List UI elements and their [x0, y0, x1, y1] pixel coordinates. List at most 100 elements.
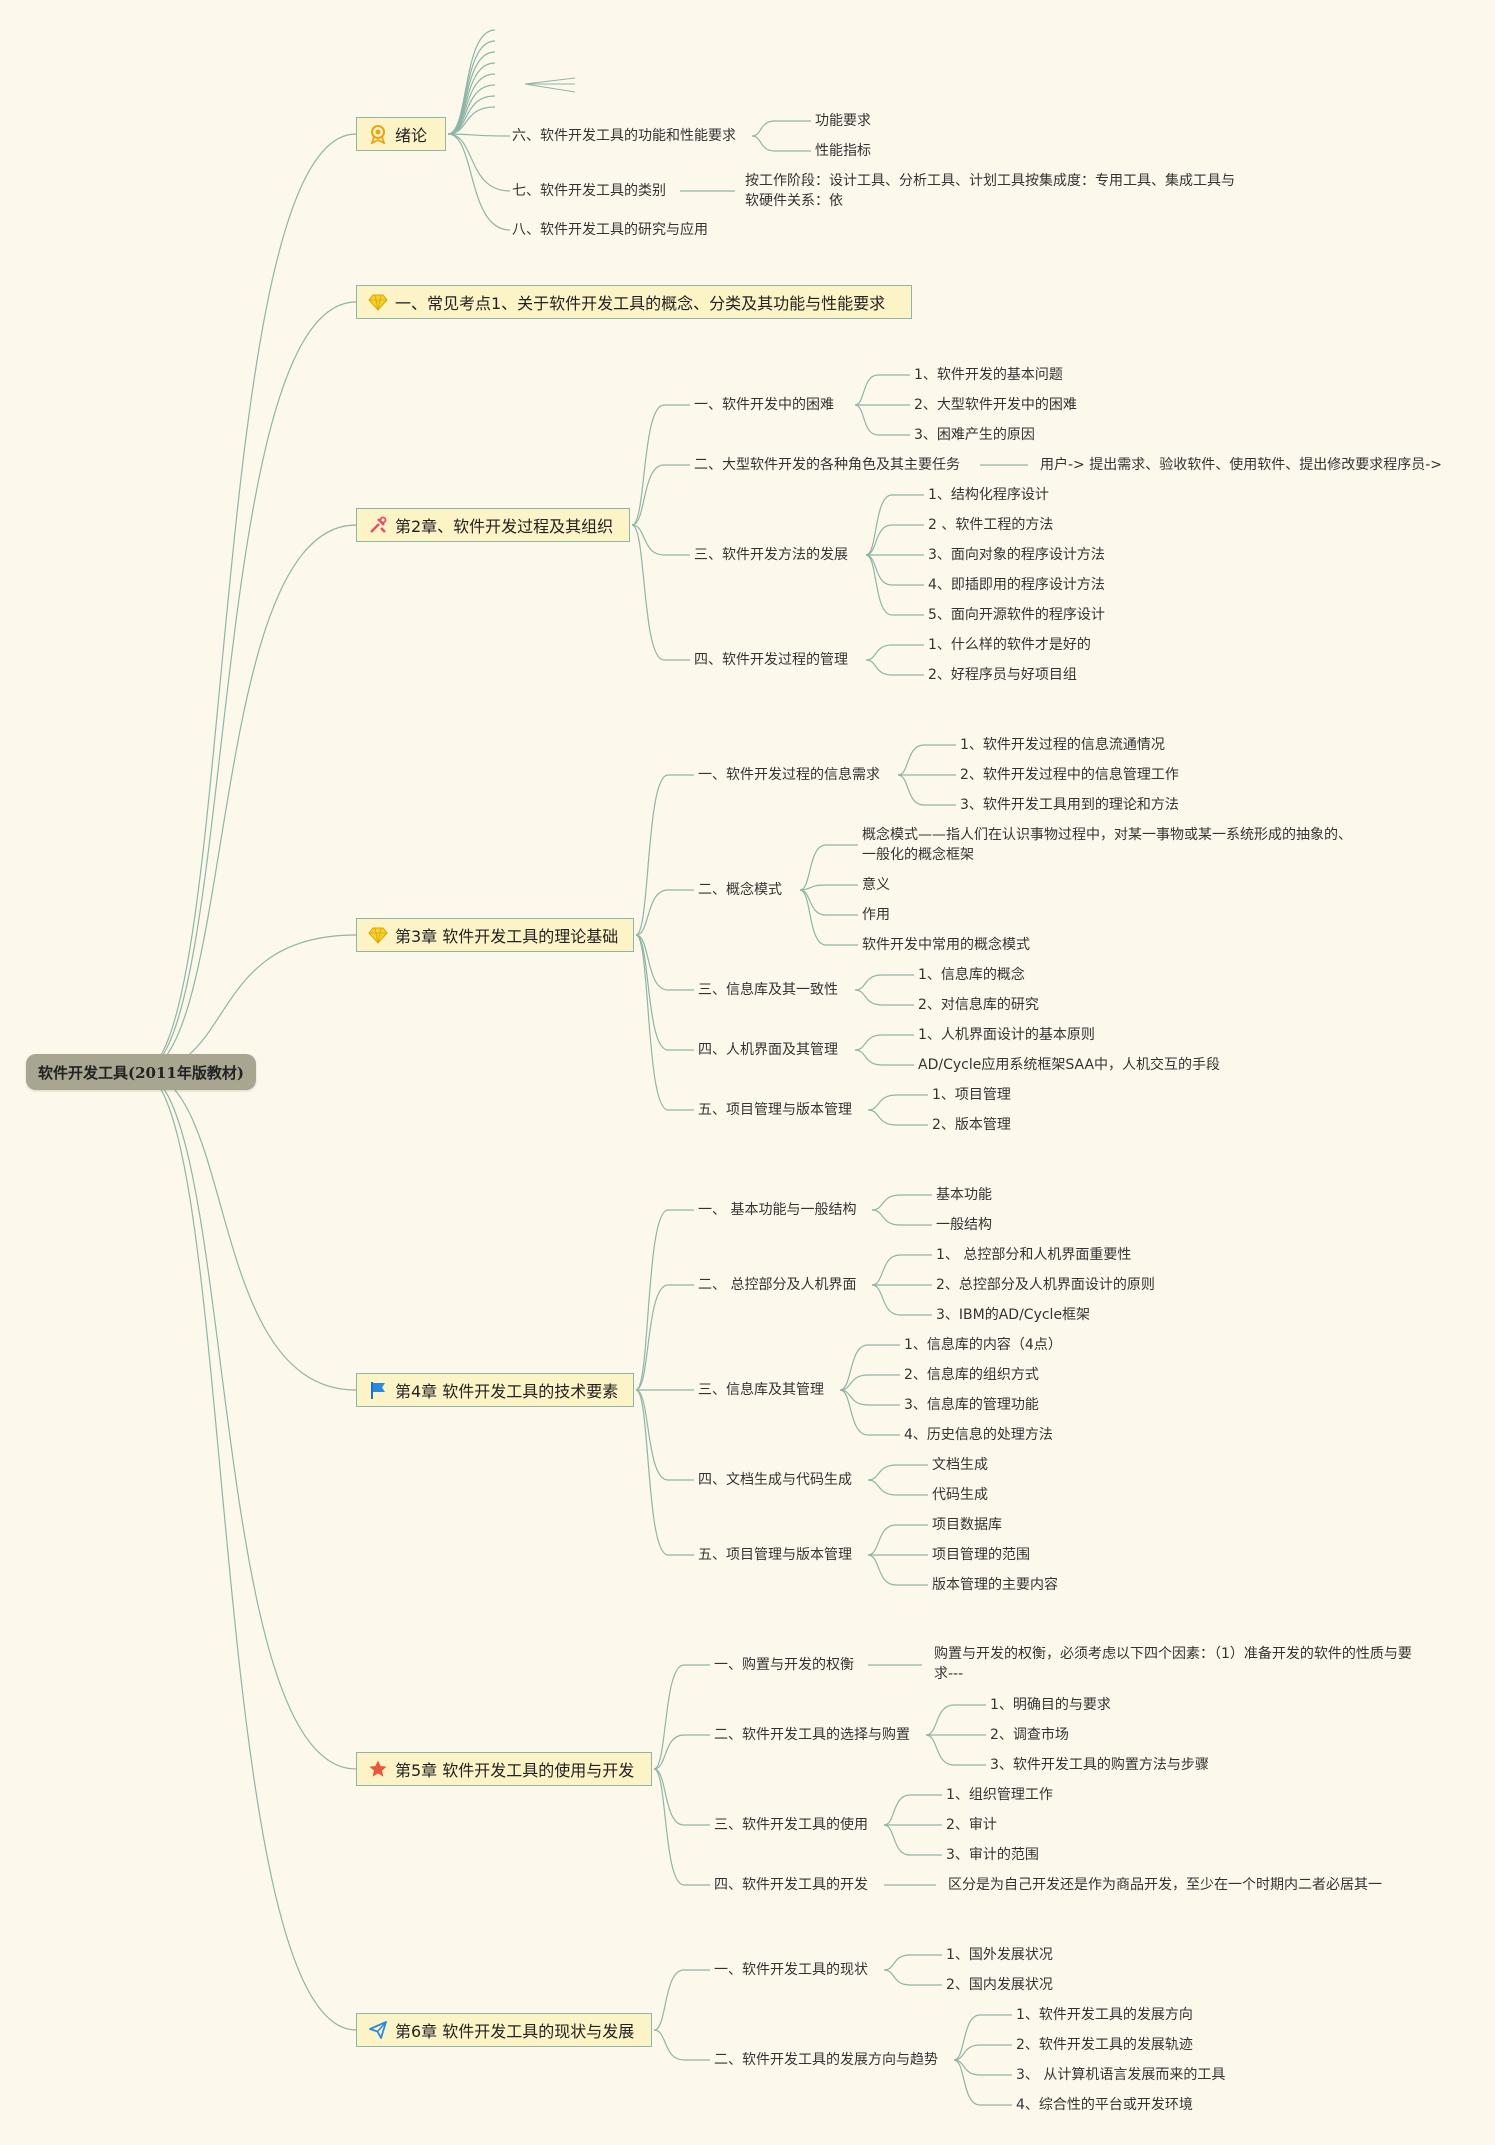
topic-ch2-b[interactable]: 二、大型软件开发的各种角色及其主要任务: [694, 457, 960, 473]
main-node-ch5[interactable]: 第5章 软件开发工具的使用与开发: [356, 1752, 652, 1786]
main-node-intro[interactable]: 绪论: [356, 117, 446, 151]
main-label: 第5章 软件开发工具的使用与开发: [395, 1761, 635, 1780]
leaf-ch3-b3[interactable]: 作用: [862, 907, 890, 923]
leaf-ch4-c4[interactable]: 4、历史信息的处理方法: [904, 1427, 1053, 1443]
topic-ch4-a[interactable]: 一、 基本功能与一般结构: [698, 1202, 857, 1218]
leaf-ch3-b4[interactable]: 软件开发中常用的概念模式: [862, 937, 1030, 953]
leaf-ch0-s6-1[interactable]: 功能要求: [815, 113, 871, 129]
leaf-ch6-a1[interactable]: 1、国外发展状况: [946, 1947, 1053, 1963]
leaf-ch2-b1[interactable]: 用户-> 提出需求、验收软件、使用软件、提出修改要求程序员->: [1040, 457, 1443, 473]
connector-line: [925, 1704, 955, 1736]
leaf-ch4-b2[interactable]: 2、总控部分及人机界面设计的原则: [936, 1277, 1155, 1293]
leaf-ch2-c1[interactable]: 1、结构化程序设计: [928, 487, 1049, 503]
topic-ch4-e[interactable]: 五、项目管理与版本管理: [698, 1547, 852, 1563]
leaf-ch5-b2[interactable]: 2、调查市场: [990, 1727, 1069, 1743]
leaf-ch4-d2[interactable]: 代码生成: [932, 1487, 988, 1503]
leaf-ch3-e1[interactable]: 1、项目管理: [932, 1087, 1011, 1103]
connector-line: [871, 1209, 901, 1226]
leaf-ch6-b3[interactable]: 3、 从计算机语言发展而来的工具: [1016, 2067, 1226, 2083]
leaf-ch3-a1[interactable]: 1、软件开发过程的信息流通情况: [960, 737, 1165, 753]
diamond-icon: [367, 924, 389, 946]
leaf-ch5-c3[interactable]: 3、审计的范围: [946, 1847, 1039, 1863]
topic-ch5-b[interactable]: 二、软件开发工具的选择与购置: [714, 1727, 910, 1743]
topic-ch3-a[interactable]: 一、软件开发过程的信息需求: [698, 767, 880, 783]
topic-ch4-d[interactable]: 四、文档生成与代码生成: [698, 1472, 852, 1488]
leaf-ch4-a2[interactable]: 一般结构: [936, 1217, 992, 1233]
connector-line: [839, 1344, 869, 1391]
topic-ch0-s8[interactable]: 八、软件开发工具的研究与应用: [512, 222, 708, 238]
root-label: 软件开发工具(2011年版教材): [38, 1063, 244, 1082]
main-label: 第4章 软件开发工具的技术要素: [395, 1382, 619, 1401]
leaf-ch5-b1[interactable]: 1、明确目的与要求: [990, 1697, 1111, 1713]
topic-ch2-d[interactable]: 四、软件开发过程的管理: [694, 652, 848, 668]
topic-ch6-a[interactable]: 一、软件开发工具的现状: [714, 1962, 868, 1978]
leaf-ch2-c2[interactable]: 2 、软件工程的方法: [928, 517, 1054, 533]
leaf-ch5-c1[interactable]: 1、组织管理工作: [946, 1787, 1053, 1803]
leaf-ch4-b1[interactable]: 1、 总控部分和人机界面重要性: [936, 1247, 1132, 1263]
topic-ch3-d[interactable]: 四、人机界面及其管理: [698, 1042, 838, 1058]
topic-ch0-s6[interactable]: 六、软件开发工具的功能和性能要求: [512, 128, 736, 144]
leaf-ch4-e1[interactable]: 项目数据库: [932, 1517, 1002, 1533]
leaf-ch0-s7-1[interactable]: 按工作阶段：设计工具、分析工具、计划工具按集成度：专用工具、集成工具与软硬件关系…: [745, 173, 1235, 209]
leaf-ch6-b4[interactable]: 4、综合性的平台或开发环境: [1016, 2097, 1193, 2113]
leaf-ch4-a1[interactable]: 基本功能: [936, 1187, 992, 1203]
leaf-ch3-b1[interactable]: 概念模式——指人们在认识事物过程中，对某一事物或某一系统形成的抽象的、一般化的概…: [862, 827, 1352, 863]
leaf-ch4-e3[interactable]: 版本管理的主要内容: [932, 1577, 1058, 1593]
leaf-ch3-d1[interactable]: 1、人机界面设计的基本原则: [918, 1027, 1095, 1043]
leaf-ch5-c2[interactable]: 2、审计: [946, 1817, 997, 1833]
leaf-ch2-d2[interactable]: 2、好程序员与好项目组: [928, 667, 1077, 683]
leaf-ch3-e2[interactable]: 2、版本管理: [932, 1117, 1011, 1133]
leaf-ch4-c1[interactable]: 1、信息库的内容（4点）: [904, 1337, 1062, 1353]
main-node-ch2[interactable]: 第2章、软件开发过程及其组织: [356, 508, 630, 542]
leaf-ch3-a2[interactable]: 2、软件开发过程中的信息管理工作: [960, 767, 1179, 783]
flag-icon: [367, 1379, 389, 1401]
leaf-ch3-c2[interactable]: 2、对信息库的研究: [918, 997, 1039, 1013]
main-node-ch3[interactable]: 第3章 软件开发工具的理论基础: [356, 918, 634, 952]
leaf-ch3-b2[interactable]: 意义: [862, 877, 890, 893]
main-node-ch6[interactable]: 第6章 软件开发工具的现状与发展: [356, 2013, 652, 2047]
topic-ch2-a[interactable]: 一、软件开发中的困难: [694, 397, 834, 413]
tools-icon: [367, 514, 389, 536]
leaf-ch4-c2[interactable]: 2、信息库的组织方式: [904, 1367, 1039, 1383]
leaf-ch2-a3[interactable]: 3、困难产生的原因: [914, 427, 1035, 443]
leaf-ch3-a3[interactable]: 3、软件开发工具用到的理论和方法: [960, 797, 1179, 813]
main-node-ch4[interactable]: 第4章 软件开发工具的技术要素: [356, 1373, 634, 1407]
topic-ch3-e[interactable]: 五、项目管理与版本管理: [698, 1102, 852, 1118]
connector-line: [635, 934, 669, 1111]
leaf-ch5-d1[interactable]: 区分是为自己开发还是作为商品开发，至少在一个时期内二者必居其一: [948, 1877, 1382, 1893]
leaf-ch3-d2[interactable]: AD/Cycle应用系统框架SAA中，人机交互的手段: [918, 1057, 1221, 1073]
leaf-ch2-a1[interactable]: 1、软件开发的基本问题: [914, 367, 1063, 383]
root-connector: [139, 133, 357, 1073]
leaf-ch4-c3[interactable]: 3、信息库的管理功能: [904, 1397, 1039, 1413]
leaf-ch6-b1[interactable]: 1、软件开发工具的发展方向: [1016, 2007, 1193, 2023]
leaf-ch2-a2[interactable]: 2、大型软件开发中的困难: [914, 397, 1077, 413]
root-node[interactable]: 软件开发工具(2011年版教材): [26, 1054, 256, 1090]
leaf-ch2-c5[interactable]: 5、面向开源软件的程序设计: [928, 607, 1105, 623]
main-node-ch1[interactable]: 一、常见考点1、关于软件开发工具的概念、分类及其功能与性能要求: [356, 285, 912, 319]
leaf-ch4-b3[interactable]: 3、IBM的AD/Cycle框架: [936, 1307, 1091, 1323]
leaf-ch4-d1[interactable]: 文档生成: [932, 1457, 988, 1473]
leaf-ch0-s6-2[interactable]: 性能指标: [815, 143, 871, 159]
topic-ch0-s7[interactable]: 七、软件开发工具的类别: [512, 183, 666, 199]
leaf-ch2-c4[interactable]: 4、即插即用的程序设计方法: [928, 577, 1105, 593]
leaf-ch2-c3[interactable]: 3、面向对象的程序设计方法: [928, 547, 1105, 563]
leaf-ch2-d1[interactable]: 1、什么样的软件才是好的: [928, 637, 1091, 653]
topic-ch4-c[interactable]: 三、信息库及其管理: [698, 1382, 824, 1398]
leaf-ch6-a2[interactable]: 2、国内发展状况: [946, 1977, 1053, 1993]
connector-line: [635, 1389, 669, 1556]
connector-line: [867, 1109, 897, 1126]
topic-ch5-a[interactable]: 一、购置与开发的权衡: [714, 1657, 854, 1673]
topic-ch3-c[interactable]: 三、信息库及其一致性: [698, 982, 838, 998]
topic-ch6-b[interactable]: 二、软件开发工具的发展方向与趋势: [714, 2052, 938, 2068]
leaf-ch5-b3[interactable]: 3、软件开发工具的购置方法与步骤: [990, 1757, 1209, 1773]
topic-ch5-d[interactable]: 四、软件开发工具的开发: [714, 1877, 868, 1893]
topic-ch4-b[interactable]: 二、 总控部分及人机界面: [698, 1277, 857, 1293]
leaf-ch4-e2[interactable]: 项目管理的范围: [932, 1547, 1030, 1563]
topic-ch5-c[interactable]: 三、软件开发工具的使用: [714, 1817, 868, 1833]
connector-line: [865, 644, 893, 661]
topic-ch2-c[interactable]: 三、软件开发方法的发展: [694, 547, 848, 563]
topic-ch3-b[interactable]: 二、概念模式: [698, 882, 782, 898]
leaf-ch5-a1[interactable]: 购置与开发的权衡，必须考虑以下四个因素：（1）准备开发的软件的性质与要求---: [934, 1646, 1412, 1682]
leaf-ch3-c1[interactable]: 1、信息库的概念: [918, 967, 1025, 983]
leaf-ch6-b2[interactable]: 2、软件开发工具的发展轨迹: [1016, 2037, 1193, 2053]
